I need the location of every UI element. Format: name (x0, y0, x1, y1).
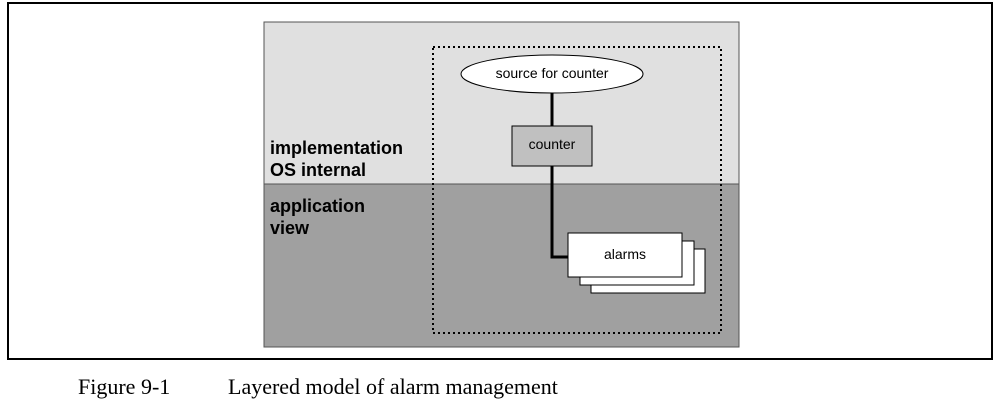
figure-title: Layered model of alarm management (228, 374, 558, 399)
source-node (460, 54, 644, 94)
dotted-boundary (432, 46, 722, 334)
application-layer-label: application view (270, 195, 365, 239)
implementation-layer-label-line-2: OS internal (270, 160, 367, 180)
implementation-layer-label-line-1: implementation (270, 138, 404, 158)
figure-number: Figure 9-1 (78, 374, 171, 399)
source-node-label: source for counter (495, 65, 609, 81)
alarm-card-front (567, 232, 683, 278)
counter-node (511, 125, 593, 167)
application-layer-label-line-2: view (270, 218, 310, 238)
alarms-node-label: alarms (603, 246, 646, 262)
implementation-layer (263, 21, 740, 185)
implementation-layer-label: implementation OS internal (270, 137, 403, 181)
application-layer-label-line-1: application (270, 196, 366, 216)
figure-caption: Figure 9-1 Layered model of alarm managem… (78, 374, 558, 400)
counter-node-label: counter (528, 136, 576, 152)
counter-to-alarms-connector (550, 166, 568, 259)
